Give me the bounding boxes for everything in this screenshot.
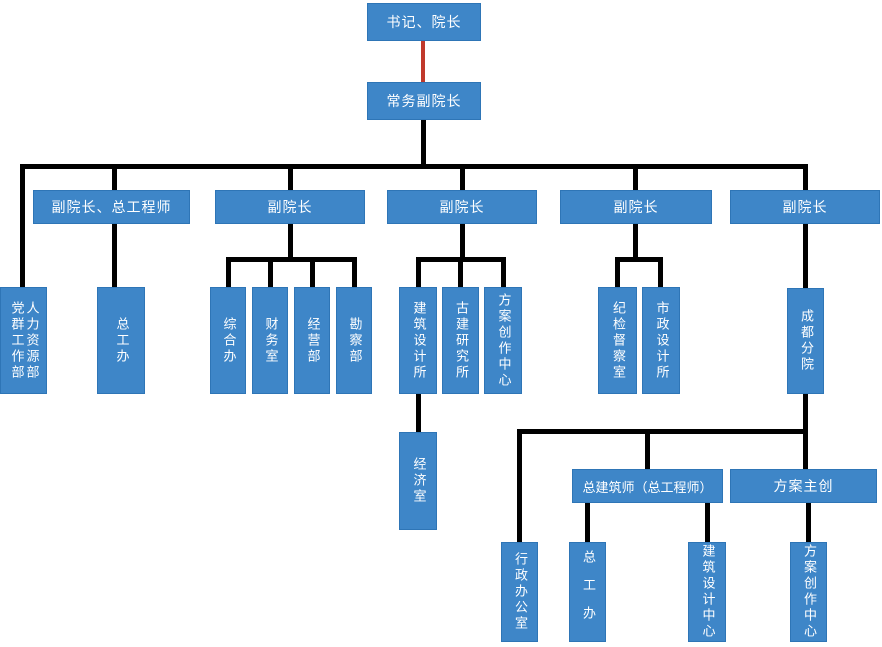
- node-vp4[interactable]: 副院长: [560, 190, 712, 224]
- connector-drop-discipline: [615, 257, 620, 287]
- node-label: 方案创作中心: [801, 544, 816, 640]
- connector-vp2-stub: [288, 224, 293, 260]
- connector-drop-admin-office: [517, 429, 522, 542]
- node-chief-engineer-office-branch[interactable]: 总工办: [569, 542, 606, 642]
- node-party-mass-and-hr-dept[interactable]: 党群工作部 人力资源部: [0, 287, 47, 394]
- node-architecture-design-institute[interactable]: 建筑设计所: [399, 287, 437, 394]
- connector-drop-vp1: [112, 164, 117, 190]
- node-label: 市政设计所: [653, 300, 669, 381]
- node-label: 经济室: [410, 457, 426, 505]
- connector-drop-vp3: [460, 164, 465, 190]
- connector-chiefarch-chiefoffice2: [585, 503, 590, 542]
- node-chief-engineer-office[interactable]: 总工办: [97, 287, 145, 394]
- connector-main-horizontal: [20, 164, 808, 169]
- connector-drop-chief-architect: [645, 429, 650, 469]
- node-label: 副院长、总工程师: [51, 200, 172, 216]
- connector-archinst-economy: [416, 394, 421, 432]
- node-label: 总工办: [580, 550, 595, 634]
- node-label: 综合办: [220, 316, 236, 365]
- node-vp3[interactable]: 副院长: [387, 190, 537, 224]
- node-label: 副院长: [439, 200, 485, 216]
- connector-vp2-horizontal: [226, 257, 357, 262]
- node-vp2[interactable]: 副院长: [215, 190, 365, 224]
- node-chengdu-branch[interactable]: 成都分院: [787, 288, 824, 394]
- node-survey-dept[interactable]: 勘察部: [336, 287, 372, 394]
- node-architecture-design-center[interactable]: 建筑设计中心: [688, 542, 726, 642]
- connector-drop-finance: [268, 257, 273, 287]
- node-label: 成都分院: [798, 309, 813, 373]
- node-discipline-inspection-office[interactable]: 纪检督察室: [598, 287, 637, 394]
- node-label: 古建研究所: [453, 300, 468, 381]
- connector-drop-ancient-inst: [458, 257, 463, 287]
- node-scheme-lead[interactable]: 方案主创: [730, 469, 877, 503]
- connector-vp4-stub: [633, 224, 638, 260]
- node-label: 总工办: [113, 316, 129, 365]
- node-municipal-design-institute[interactable]: 市政设计所: [642, 287, 680, 394]
- node-general-office[interactable]: 综合办: [210, 287, 246, 394]
- node-label: 勘察部: [346, 316, 362, 365]
- connector-schemelead-creation2: [806, 503, 811, 542]
- connector-chengdu-horizontal: [517, 429, 808, 434]
- connector-vp1-chiefoffice: [112, 224, 117, 287]
- node-label: 副院长: [267, 200, 313, 216]
- node-root[interactable]: 书记、院长: [367, 3, 481, 41]
- node-executive-vp[interactable]: 常务副院长: [367, 82, 481, 120]
- node-admin-office[interactable]: 行政办公室: [501, 542, 538, 642]
- connector-chiefarch-archcenter: [705, 503, 710, 542]
- node-economy-office[interactable]: 经济室: [399, 432, 437, 530]
- node-label: 经营部: [304, 316, 320, 365]
- node-ancient-building-research-institute[interactable]: 古建研究所: [442, 287, 479, 394]
- connector-drop-general-office: [226, 257, 231, 287]
- connector-root-executive: [421, 41, 425, 82]
- connector-drop-business: [310, 257, 315, 287]
- node-label: 书记、院长: [386, 15, 462, 31]
- connector-drop-survey: [352, 257, 357, 287]
- node-label: 纪检督察室: [610, 300, 625, 381]
- connector-drop-vp4: [633, 164, 638, 190]
- connector-drop-vp2: [288, 164, 293, 190]
- node-label: 副院长: [613, 200, 659, 216]
- connector-drop-vp5: [803, 164, 808, 190]
- node-scheme-creation-center-branch[interactable]: 方案创作中心: [790, 542, 827, 642]
- node-chief-architect[interactable]: 总建筑师（总工程师）: [572, 469, 723, 503]
- connector-drop-scheme-lead: [803, 429, 808, 469]
- node-finance-office[interactable]: 财务室: [252, 287, 288, 394]
- connector-vp5-chengdu: [803, 224, 808, 288]
- connector-chengdu-stub: [803, 394, 808, 434]
- node-vp5[interactable]: 副院长: [730, 190, 880, 224]
- node-label: 总建筑师（总工程师）: [582, 480, 713, 496]
- node-label: 副院长: [782, 200, 828, 216]
- connector-executive-stub: [421, 120, 426, 169]
- node-label: 建筑设计中心: [699, 544, 715, 640]
- node-label: 方案创作中心: [495, 292, 511, 389]
- node-label: 常务副院长: [386, 94, 462, 110]
- node-label-hr: 人力资源部: [23, 300, 39, 381]
- node-label: 方案主创: [773, 479, 834, 495]
- node-scheme-creation-center[interactable]: 方案创作中心: [484, 287, 522, 394]
- connector-drop-arch-inst: [416, 257, 421, 287]
- node-business-dept[interactable]: 经营部: [294, 287, 330, 394]
- node-label: 建筑设计所: [410, 300, 426, 381]
- node-label: 财务室: [262, 316, 278, 365]
- connector-drop-depts: [20, 164, 25, 287]
- node-label-party-mass: 党群工作部: [8, 300, 24, 381]
- connector-drop-creation-center: [501, 257, 506, 287]
- node-label: 行政办公室: [512, 552, 527, 632]
- connector-vp4-horizontal: [615, 257, 663, 262]
- connector-vp3-stub: [460, 224, 465, 260]
- connector-drop-municipal: [658, 257, 663, 287]
- node-vp-chief-engineer[interactable]: 副院长、总工程师: [33, 190, 190, 224]
